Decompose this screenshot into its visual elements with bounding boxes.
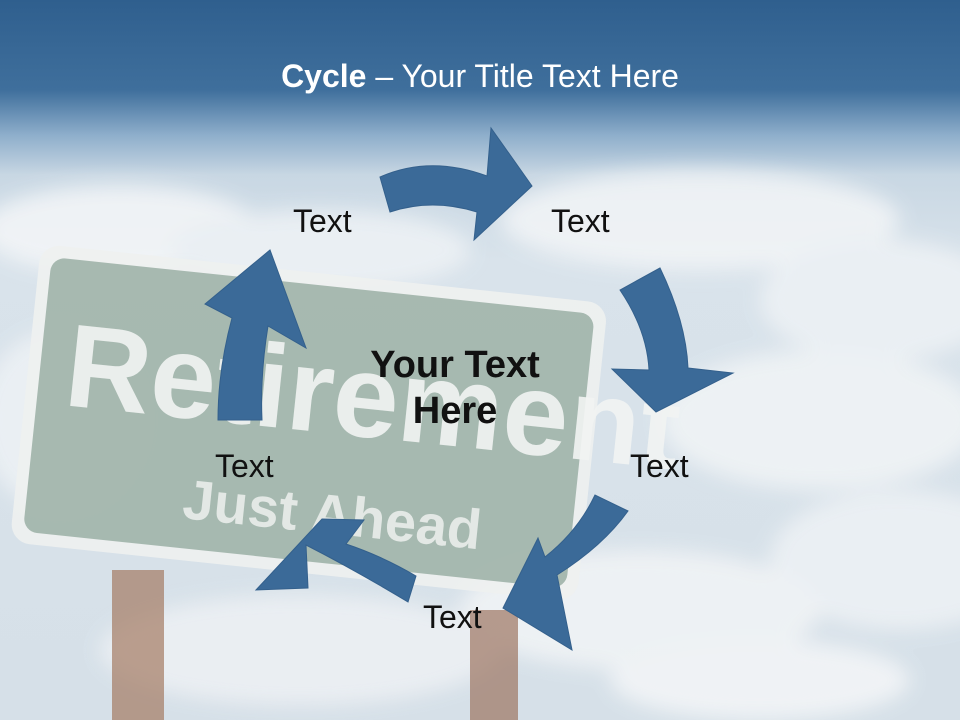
cycle-label-right: Text — [630, 448, 689, 484]
cycle-arrow-right — [610, 267, 735, 413]
cycle-label-top-right: Text — [551, 203, 610, 239]
cycle-arrow-left — [204, 249, 307, 421]
cycle-label-top-left: Text — [293, 203, 352, 239]
cycle-arrow-bottom-right — [502, 494, 629, 652]
cycle-arrow-top — [379, 126, 533, 242]
title-rest: – Your Title Text Here — [366, 58, 679, 94]
center-text: Your Text Here — [370, 344, 540, 432]
sign-post-left — [112, 570, 164, 720]
sign-post-right — [470, 610, 518, 720]
cycle-arrow-bottom-left — [254, 518, 417, 603]
cycle-label-left: Text — [215, 448, 274, 484]
cycle-label-bottom: Text — [423, 599, 482, 635]
retirement-sign: Retirement Just Ahead — [11, 245, 686, 600]
slide-title: Cycle – Your Title Text Here — [0, 56, 960, 96]
title-bold: Cycle — [281, 58, 367, 94]
